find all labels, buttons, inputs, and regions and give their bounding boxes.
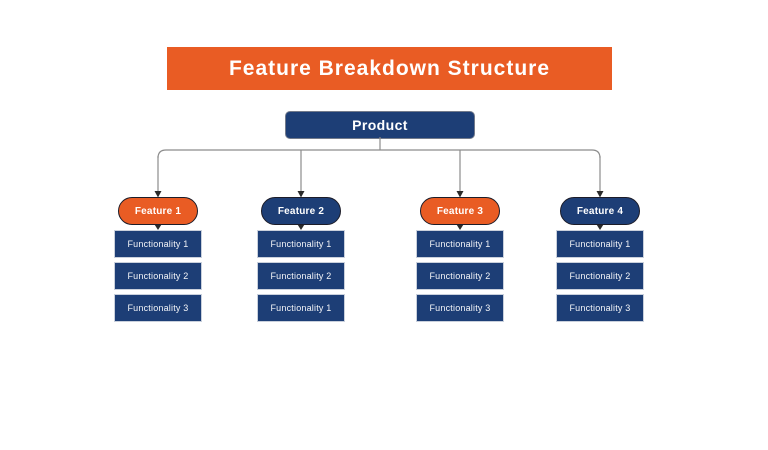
- functionality-node: Functionality 3: [416, 294, 504, 322]
- functionality-node: Functionality 2: [257, 262, 345, 290]
- arrowhead-feature1: [154, 191, 162, 198]
- functionality-label: Functionality 2: [429, 271, 491, 281]
- arrowhead-func1: [154, 224, 162, 230]
- functionality-label: Functionality 1: [569, 239, 631, 249]
- functionality-label: Functionality 1: [270, 239, 332, 249]
- functionality-node: Functionality 1: [257, 230, 345, 258]
- functionality-node: Functionality 1: [416, 230, 504, 258]
- feature-column-3: Feature 3 Functionality 1 Functionality …: [416, 197, 504, 327]
- functionality-node: Functionality 2: [114, 262, 202, 290]
- functionality-label: Functionality 1: [429, 239, 491, 249]
- feature-column-4: Feature 4 Functionality 1 Functionality …: [556, 197, 644, 327]
- arrowhead-feature4: [596, 191, 604, 198]
- functionality-label: Functionality 3: [127, 303, 189, 313]
- feature-label: Feature 4: [576, 205, 624, 217]
- functionality-label: Functionality 2: [569, 271, 631, 281]
- functionality-node: Functionality 2: [416, 262, 504, 290]
- arrowhead-func2: [297, 224, 305, 230]
- feature-label: Feature 2: [277, 205, 325, 217]
- functionality-node: Functionality 1: [556, 230, 644, 258]
- functionality-node: Functionality 3: [556, 294, 644, 322]
- feature-column-1: Feature 1 Functionality 1 Functionality …: [114, 197, 202, 327]
- product-node: Product: [286, 112, 474, 138]
- feature-node-1: Feature 1: [118, 197, 198, 225]
- functionality-label: Functionality 3: [429, 303, 491, 313]
- feature-node-4: Feature 4: [560, 197, 640, 225]
- functionality-node: Functionality 3: [114, 294, 202, 322]
- arrowhead-func4: [596, 224, 604, 230]
- functionality-node: Functionality 1: [114, 230, 202, 258]
- functionality-label: Functionality 2: [270, 271, 332, 281]
- connector-rail: [157, 149, 601, 159]
- arrowhead-feature3: [456, 191, 464, 198]
- feature-label: Feature 1: [134, 205, 182, 217]
- functionality-label: Functionality 2: [127, 271, 189, 281]
- diagram-title: Feature Breakdown Structure: [228, 56, 551, 80]
- feature-node-2: Feature 2: [261, 197, 341, 225]
- functionality-label: Functionality 1: [127, 239, 189, 249]
- feature-label: Feature 3: [436, 205, 484, 217]
- feature-column-2: Feature 2 Functionality 1 Functionality …: [257, 197, 345, 327]
- functionality-label: Functionality 1: [270, 303, 332, 313]
- arrowhead-func3: [456, 224, 464, 230]
- product-label: Product: [352, 117, 408, 133]
- functionality-label: Functionality 3: [569, 303, 631, 313]
- title-banner: Feature Breakdown Structure: [167, 47, 612, 90]
- functionality-node: Functionality 1: [257, 294, 345, 322]
- functionality-node: Functionality 2: [556, 262, 644, 290]
- arrowhead-feature2: [297, 191, 305, 198]
- feature-node-3: Feature 3: [420, 197, 500, 225]
